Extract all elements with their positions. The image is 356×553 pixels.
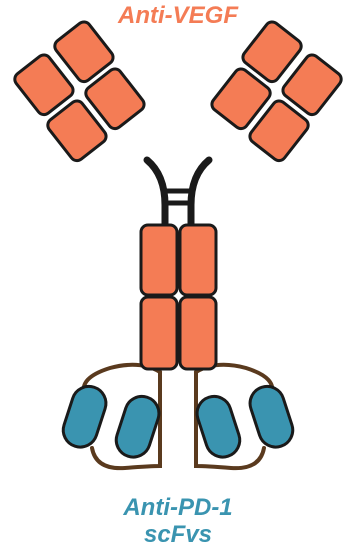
fc-left-ch3 [141,297,177,369]
left-hinge-strand [147,160,165,228]
fc-right-ch3 [180,297,216,369]
scfv-domains [59,382,297,461]
anti-pd1-text: Anti-PD-1 [0,494,356,521]
fc-left-ch2 [141,225,177,295]
anti-pd1-scfvs-label: Anti-PD-1 scFvs [0,494,356,548]
left-fab-arm [12,19,147,163]
scfvs-text: scFvs [0,521,356,548]
left-scfv-vh [59,382,110,451]
right-fab-arm [209,19,344,163]
right-scfv-vh [246,382,297,451]
left-scfv-vl [112,392,163,461]
fc-region [141,225,216,369]
fc-right-ch2 [180,225,216,295]
right-hinge-strand [191,160,209,228]
right-scfv-vl [193,392,244,461]
hinge-region [147,160,209,228]
scfv-linkers [84,365,273,468]
